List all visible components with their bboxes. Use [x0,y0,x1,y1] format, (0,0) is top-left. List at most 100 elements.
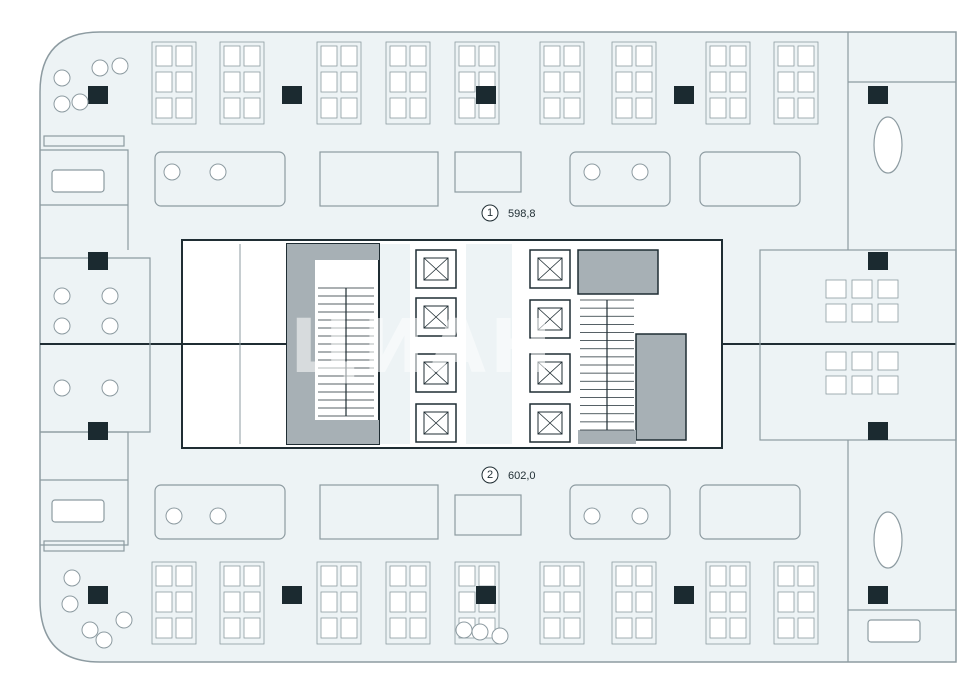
pillar [282,86,302,104]
desk [175,617,193,639]
desk [825,351,847,371]
elevator-cross [423,305,449,329]
desk [615,591,633,613]
desk [320,591,338,613]
desk [797,617,815,639]
desk [243,617,261,639]
desk-cluster [539,561,585,645]
desk [340,591,358,613]
desk [777,71,795,93]
desk [389,97,407,119]
desk-cluster [611,41,657,125]
desk [797,97,815,119]
desk [563,97,581,119]
desk [409,565,427,587]
desk [635,565,653,587]
chair [583,163,601,181]
desk-cluster [219,41,265,125]
desk-cluster [825,351,899,395]
desk [851,375,873,395]
desk [709,565,727,587]
pillar [88,586,108,604]
desk [709,591,727,613]
desk-cluster [151,41,197,125]
desk [223,591,241,613]
desk [797,45,815,67]
desk [615,617,633,639]
desk [175,565,193,587]
desk [389,591,407,613]
desk [563,617,581,639]
desk [243,45,261,67]
elevator [415,249,457,289]
chair [631,163,649,181]
desk [409,591,427,613]
desk [877,279,899,299]
desk [851,279,873,299]
desk [223,71,241,93]
desk [478,565,496,587]
desk [320,45,338,67]
desk [155,71,173,93]
desk-cluster-outline [539,41,585,125]
lounge-chairs [53,57,649,649]
elevator-cross [537,361,563,385]
desk [340,71,358,93]
pillar [282,586,302,604]
desk [389,617,407,639]
desk-cluster [773,561,819,645]
chair [53,379,71,397]
desk [243,97,261,119]
elevator [529,353,571,393]
pillar [868,252,888,270]
chair [111,57,129,75]
desk-cluster-outline [454,41,500,125]
desk-cluster [151,561,197,645]
desk-cluster [705,561,751,645]
desk [458,565,476,587]
chair [53,287,71,305]
desk [777,565,795,587]
desk [563,71,581,93]
staircase [318,287,374,417]
desk-cluster-outline [385,561,431,645]
chair [81,621,99,639]
elevator-cab [423,257,449,281]
left-corridor [380,244,410,444]
chair [583,507,601,525]
structural-pillars [88,86,888,604]
desk [825,375,847,395]
elevator-shafts [415,249,571,443]
desk-cluster [705,41,751,125]
staircase [580,299,634,431]
desk [223,45,241,67]
desk [851,303,873,323]
desk-cluster-outline [773,41,819,125]
pillar [868,86,888,104]
desk [389,45,407,67]
desk [615,71,633,93]
pillar [868,422,888,440]
room-area: 602,0 [508,470,536,482]
desk [458,97,476,119]
room-area: 598,8 [508,208,536,220]
desk [777,97,795,119]
desk [615,45,633,67]
desk-cluster-outline [705,561,751,645]
desk-cluster [385,561,431,645]
desk [543,97,561,119]
elevator-cab [537,361,563,385]
elevator-cab [537,411,563,435]
elevator-cross [537,307,563,331]
desk-cluster-outline [316,561,362,645]
desk-cluster [316,561,362,645]
desk [243,71,261,93]
desk [777,591,795,613]
desk-cluster-outline [611,561,657,645]
elevator-cab [423,411,449,435]
desk [635,45,653,67]
desk [825,303,847,323]
desk-cluster-outline [151,561,197,645]
desk-cluster-outline [539,561,585,645]
elevator [529,299,571,339]
